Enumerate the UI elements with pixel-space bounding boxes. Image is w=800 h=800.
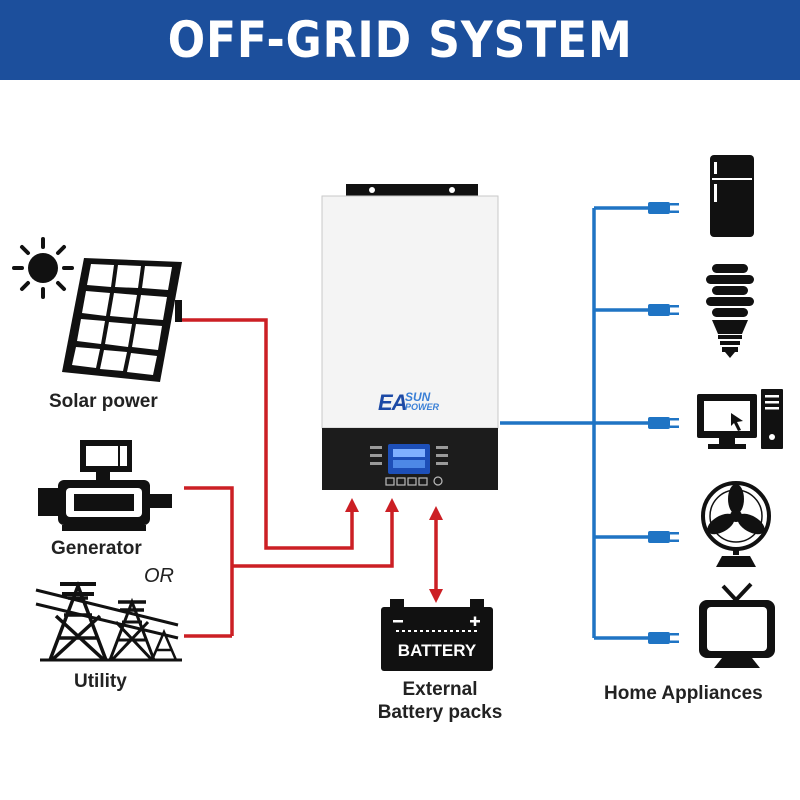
plug-icon	[648, 202, 679, 214]
logo-sun: SUN	[405, 390, 431, 404]
home-appliances-label: Home Appliances	[604, 683, 763, 704]
battery-caption-line1: External	[402, 679, 478, 700]
plug-icon	[648, 417, 679, 429]
computer-icon	[697, 389, 783, 449]
inverter-unit	[321, 184, 499, 490]
tv-icon	[699, 582, 775, 668]
solar-power-label: Solar power	[49, 391, 158, 412]
ac-input-wire	[232, 498, 399, 568]
battery-caption-line2: Battery packs	[377, 702, 503, 723]
page-title: OFF-GRID SYSTEM	[167, 11, 633, 69]
cfl-bulb-icon	[706, 264, 754, 358]
plug-icon	[648, 531, 679, 543]
solar-wire	[180, 318, 359, 550]
utility-label: Utility	[74, 671, 127, 692]
output-plugs	[648, 202, 679, 644]
battery-icon	[381, 599, 493, 671]
generator-label: Generator	[51, 538, 142, 559]
or-label: OR	[144, 565, 174, 587]
sun-icon	[12, 237, 74, 299]
generator-wire	[184, 486, 234, 636]
plug-icon	[648, 632, 679, 644]
plug-icon	[648, 304, 679, 316]
refrigerator-icon	[710, 155, 754, 237]
solar-panel-icon	[62, 258, 182, 382]
utility-pylons-icon	[35, 581, 182, 662]
battery-label: BATTERY	[397, 641, 477, 660]
output-wiring	[500, 206, 650, 640]
logo-ea: EA	[378, 390, 408, 415]
fan-icon	[701, 481, 771, 567]
easun-logo: EA SUN POWER	[378, 389, 458, 415]
generator-icon	[38, 440, 172, 531]
title-banner: OFF-GRID SYSTEM	[0, 0, 800, 80]
battery-caption: External Battery packs	[360, 678, 520, 724]
logo-power: POWER	[405, 402, 440, 412]
input-wiring	[180, 318, 443, 638]
